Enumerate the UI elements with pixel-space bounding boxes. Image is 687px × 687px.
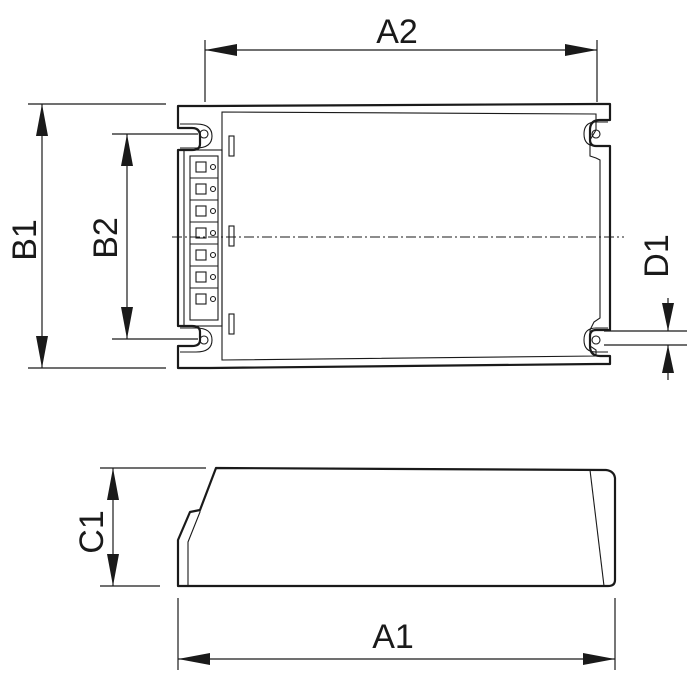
clip-top [228,135,235,157]
lid-panel [221,111,601,361]
clip-bottom [228,313,235,335]
dimension-label-a1: A1 [372,618,414,656]
dimension-label-b1: B1 [6,219,44,261]
dimension-label-a2: A2 [376,13,418,51]
mounting-hole-bottom-right [591,335,601,345]
dimension-a2: A2 [204,13,598,102]
dimension-label-b2: B2 [87,217,125,259]
dimension-b1: B1 [6,103,166,369]
dimension-label-c1: C1 [73,510,111,553]
side-profile-outline [176,466,617,588]
dimension-c1: C1 [73,467,206,587]
dimension-d1: D1 [604,234,687,380]
slot-top-left [180,123,213,149]
clip-middle [228,225,235,247]
slot-top-right [583,121,608,147]
side-profile-inner [589,469,605,587]
slot-bottom-right [583,327,608,353]
mounting-hole-bottom-left [199,335,209,345]
side-profile-step [187,510,201,586]
mounting-hole-top-left [199,129,209,139]
terminal-block [183,149,223,327]
top-view [172,102,624,370]
dimension-a1: A1 [177,598,616,670]
dimension-b2: B2 [87,133,198,340]
slot-bottom-left [180,327,213,353]
dimension-label-d1: D1 [638,234,676,277]
housing-outline [176,102,612,370]
side-view [176,466,617,588]
